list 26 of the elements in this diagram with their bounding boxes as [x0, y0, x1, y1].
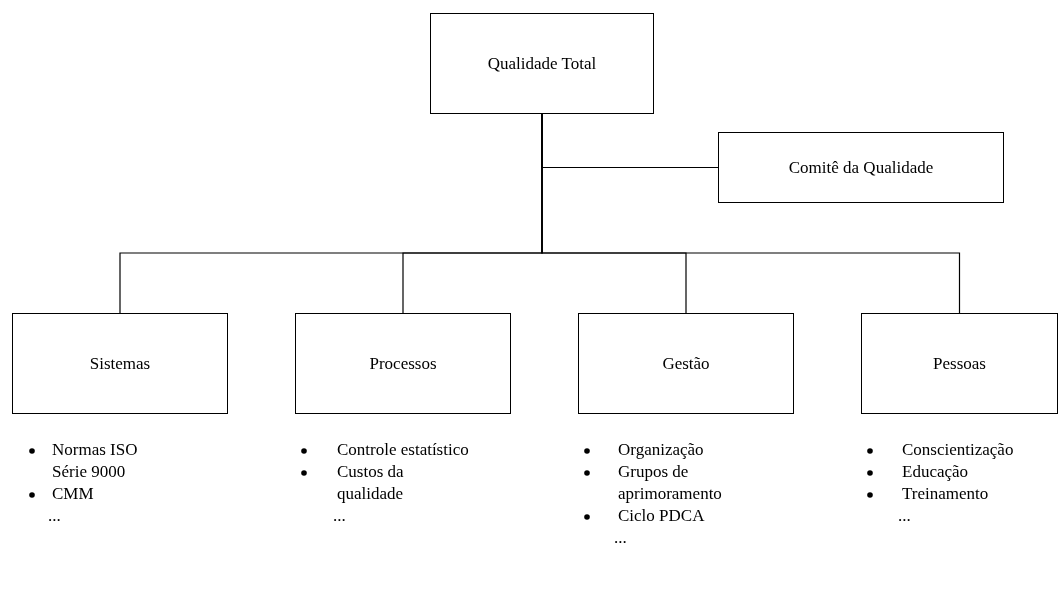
list-item: Treinamento: [902, 483, 989, 505]
list-item: Grupos de aprimoramento: [618, 461, 723, 505]
list-item: ...: [614, 527, 627, 549]
list-item: Custos da qualidade: [337, 461, 405, 505]
list-item: Educação: [902, 461, 969, 483]
box-label: Comitê da Qualidade: [788, 156, 934, 179]
list-item: Controle estatístico: [337, 439, 469, 461]
box-label: Sistemas: [89, 352, 151, 375]
list-item: ...: [333, 505, 346, 527]
org-box: [718, 132, 1004, 203]
list-item: Ciclo PDCA: [618, 505, 705, 527]
org-box: [861, 313, 1058, 414]
list-item: Normas ISO Série 9000: [52, 439, 139, 483]
list-item: CMM: [52, 483, 94, 505]
list-item: Conscientização: [902, 439, 1014, 461]
box-label: Gestão: [662, 352, 710, 375]
org-box: [430, 13, 654, 114]
box-label: Pessoas: [933, 352, 986, 375]
list-item: Organização: [618, 439, 704, 461]
box-label: Qualidade Total: [487, 52, 597, 75]
box-label: Processos: [369, 352, 437, 375]
org-box: [578, 313, 794, 414]
org-box: [12, 313, 228, 414]
list-item: ...: [898, 505, 911, 527]
list-item: ...: [48, 505, 61, 527]
org-box: [295, 313, 511, 414]
